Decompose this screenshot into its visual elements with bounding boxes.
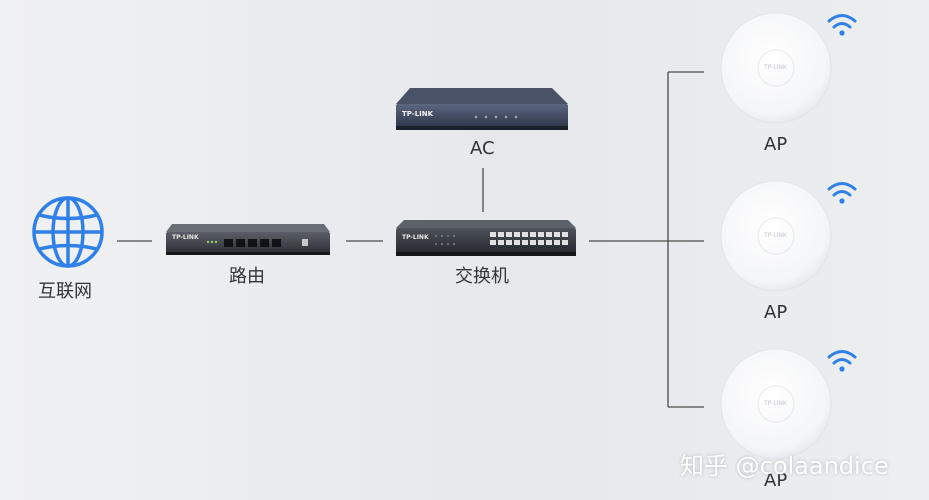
router-brand: TP-LINK [172,234,199,241]
access-point-icon [720,180,832,292]
ap3-label: AP [764,470,788,491]
router-icon [166,224,330,255]
ap1-label: AP [764,134,788,155]
internet-label: 互联网 [38,281,92,302]
ac-controller-icon [396,88,568,130]
ac-label: AC [470,138,495,159]
access-point-icon [720,12,832,124]
switch-label: 交换机 [455,266,509,287]
globe-icon [32,196,104,268]
ap2-label: AP [764,302,788,323]
switch-brand: TP-LINK [402,234,429,241]
ac-brand: TP-LINK [402,110,434,118]
ap3-brand: TP-LINK [764,400,787,407]
wifi-icon [827,182,857,204]
ap1-brand: TP-LINK [764,64,787,71]
router-label: 路由 [229,266,265,287]
ap2-brand: TP-LINK [764,232,787,239]
wifi-icon [827,350,857,372]
wifi-icon [827,14,857,36]
access-point-icon [720,348,832,460]
switch-icon [396,220,576,256]
watermark: 知乎 @colaandice [680,452,889,480]
